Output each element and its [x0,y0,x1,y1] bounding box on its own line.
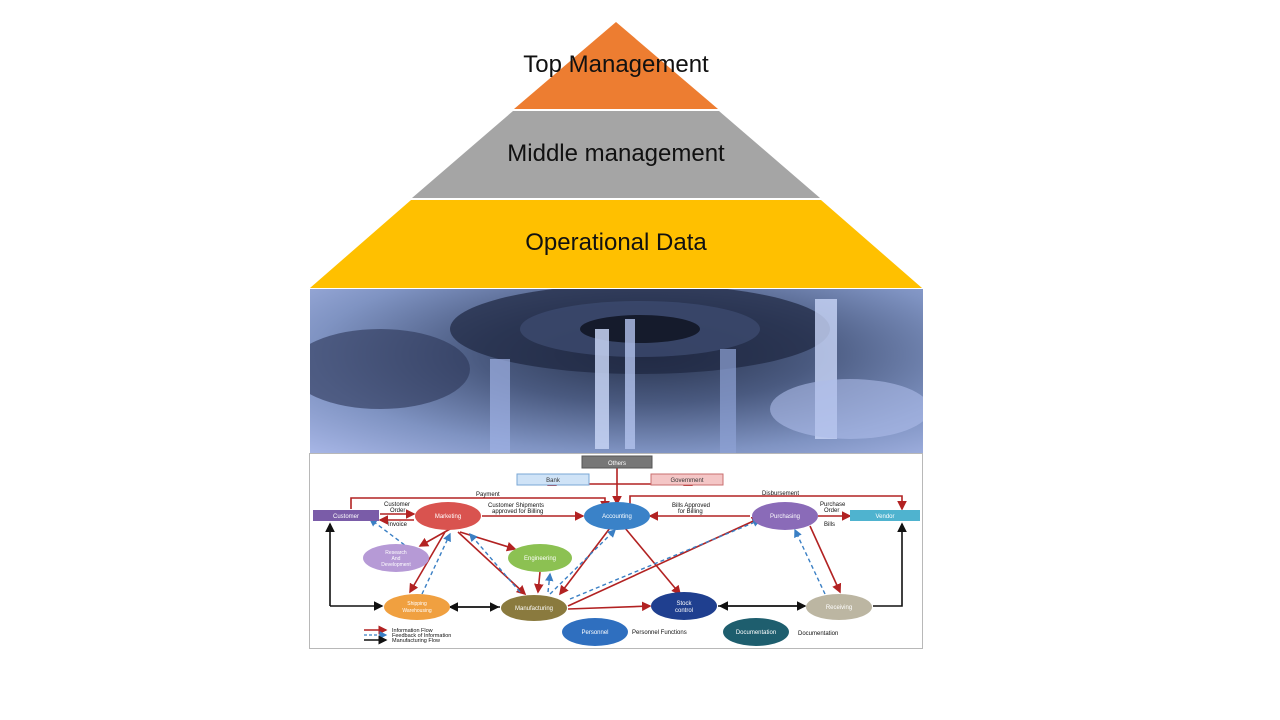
node-others-label: Others [608,461,626,467]
label-shipments-2: approved for Billing [492,509,543,515]
node-vendor [850,510,920,521]
label-payment: Payment [476,492,500,498]
node-manufacturing [501,595,567,621]
node-bank [516,473,590,486]
node-marketing-label: Marketing [435,514,461,520]
label-documentation: Documentation [798,631,838,637]
node-rnd-label-1: Research [385,550,407,556]
node-others [581,455,653,469]
node-vendor-label: Vendor [875,514,894,520]
node-customer [313,510,379,521]
node-accounting [584,502,650,530]
label-invoice: Invoice [388,522,408,528]
machinery-photo [310,289,923,453]
node-government-label: Government [670,478,703,484]
label-shipments-1: Customer Shipments [488,503,544,509]
legend-manufacturing-flow: Manufacturing Flow [392,638,440,644]
node-stock-control [651,592,717,620]
node-shipping-warehousing [384,594,450,620]
label-customer-order-1: Customer [384,502,410,508]
pyramid-middle-tier [412,111,820,198]
node-shipping-label-2: Warehousing [402,608,431,614]
node-purchasing-label: Purchasing [770,514,800,520]
operational-data-label: Operational Data [525,229,707,256]
node-stock-label-1: Stock [676,601,692,607]
node-bank-label: Bank [546,478,561,484]
label-purchase-order-1: Purchase [820,502,846,508]
legend-info-flow: Information Flow [392,628,433,634]
node-customer-label: Customer [333,514,359,520]
legend: Information Flow Feedback of Information… [364,625,451,645]
node-receiving-label: Receiving [826,605,852,611]
label-bills-approved-2: for Billing [678,509,703,515]
node-accounting-label: Accounting [602,514,632,520]
legend-feedback: Feedback of Information [392,633,451,639]
label-bills: Bills [824,522,835,528]
node-engineering-label: Engineering [524,556,556,562]
node-engineering [508,544,572,572]
label-personnel-functions: Personnel Functions [632,630,687,636]
pyramid-bottom-tier [310,200,922,288]
label-disbursement: Disbursement [762,491,799,497]
label-customer-order-2: Order [390,508,405,514]
business-flow-diagram: Others Bank Government Customer Vendor M… [309,453,923,649]
node-personnel-label: Personnel [581,630,608,636]
middle-management-label: Middle management [507,140,725,167]
node-government [650,473,724,486]
node-documentation-label: Documentation [736,630,776,636]
node-rnd-label-2: And [392,556,401,562]
top-management-label: Top Management [523,51,709,78]
node-research-development [363,544,429,572]
node-personnel [562,618,628,646]
node-rnd-label-3: Development [381,562,411,568]
label-purchase-order-2: Order [824,508,839,514]
node-marketing [415,502,481,530]
pyramid-top-tier [514,22,718,109]
node-documentation [723,618,789,646]
node-shipping-label-1: Shipping [407,601,427,607]
node-stock-label-2: control [675,608,693,614]
node-receiving [806,594,872,620]
label-bills-approved-1: Bills Approved [672,503,710,509]
pyramid [310,22,922,288]
node-manufacturing-label: Manufacturing [515,606,553,612]
node-purchasing [752,502,818,530]
